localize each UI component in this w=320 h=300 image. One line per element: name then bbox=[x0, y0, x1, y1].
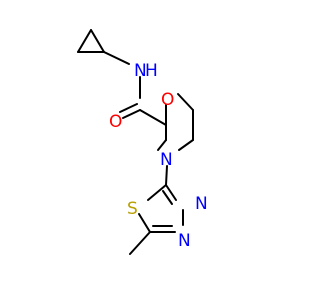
atom-label-h-amide: H bbox=[145, 61, 158, 81]
bond-morpholine-c-n bbox=[178, 139, 194, 151]
molecule-canvas: N H O O N S N N bbox=[77, 29, 208, 255]
bond-cyclopropyl-2 bbox=[77, 29, 92, 53]
atom-label-n3-thiadiazole: N bbox=[195, 194, 208, 214]
bond-cyclopropyl-3 bbox=[90, 29, 105, 53]
bond-morpholine-n-c bbox=[157, 139, 167, 151]
bond-thiadiazole-s-c5 bbox=[138, 213, 151, 233]
bond-methyl bbox=[129, 231, 151, 255]
bond-carbonyl-oxygen-2 bbox=[119, 103, 138, 113]
bond-thiadiazole-n3-c2-1 bbox=[165, 184, 177, 201]
bond-carbonyl-c2 bbox=[139, 109, 167, 126]
atom-label-n-morpholine: N bbox=[160, 150, 173, 170]
bond-cyclopropyl-nh bbox=[103, 51, 130, 65]
atom-label-n-amide: N bbox=[134, 61, 147, 81]
bond-thiadiazole-n3-c2-2 bbox=[162, 190, 173, 205]
molecule-structure: N H O O N S N N bbox=[77, 29, 208, 255]
bond-n-thiadiazole bbox=[165, 165, 168, 186]
atom-label-s-thiadiazole: S bbox=[127, 199, 138, 219]
atom-label-o-carbonyl: O bbox=[109, 112, 122, 132]
atom-label-o-morpholine: O bbox=[161, 90, 174, 110]
atom-label-n4-thiadiazole: N bbox=[178, 231, 191, 251]
bond-carbonyl-oxygen-1 bbox=[122, 109, 141, 119]
bond-thiadiazole-c2-s bbox=[147, 184, 167, 201]
bond-morpholine-o-c bbox=[177, 93, 194, 111]
